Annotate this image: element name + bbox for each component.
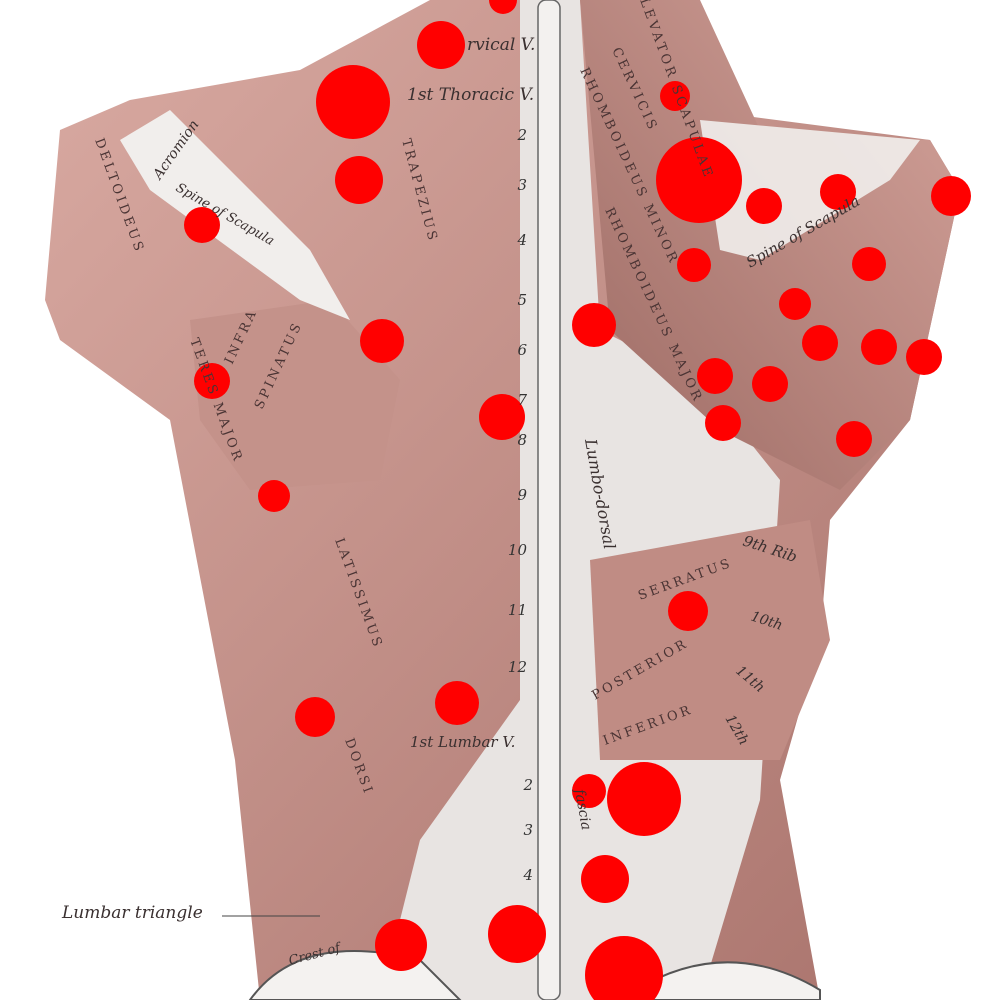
red-marker-dot (581, 855, 629, 903)
red-marker-dot (572, 774, 606, 808)
red-marker-dot (820, 174, 856, 210)
vertebra-numbers: 2 3 4 5 6 7 8 9 10 11 12 2 3 4 (508, 126, 533, 884)
red-marker-dot (295, 697, 335, 737)
vertebra-number: 4 (516, 231, 527, 249)
red-marker-dot (585, 936, 663, 1000)
red-marker-dot (836, 421, 872, 457)
vertebra-number: 4 (522, 866, 533, 884)
red-marker-dot (779, 288, 811, 320)
red-marker-dot (861, 329, 897, 365)
red-marker-dot (668, 591, 708, 631)
scapula-spine-right (700, 120, 920, 260)
vertebra-number: 9 (517, 486, 527, 504)
vertebra-number: 8 (517, 431, 527, 449)
label-lumbar-v: 1st Lumbar V. (410, 733, 515, 751)
infraspinatus (190, 300, 400, 490)
red-marker-dot (656, 137, 742, 223)
red-marker-dot (488, 905, 546, 963)
red-marker-dot (375, 919, 427, 971)
red-marker-dot (752, 366, 788, 402)
red-marker-dot (705, 405, 741, 441)
red-marker-dot (697, 358, 733, 394)
vertebra-number: 3 (523, 821, 533, 839)
red-marker-dot (931, 176, 971, 216)
vertebra-number: 11 (508, 601, 527, 619)
red-marker-dot (802, 325, 838, 361)
red-marker-dot (316, 65, 390, 139)
vertebra-number: 2 (516, 126, 527, 144)
label-lumbar-triangle: Lumbar triangle (61, 903, 203, 923)
red-marker-dot (479, 394, 525, 440)
vertebra-number: 2 (522, 776, 533, 794)
vertebral-column (537, 0, 561, 1000)
red-marker-dot (335, 156, 383, 204)
red-marker-dot (184, 207, 220, 243)
red-marker-dot (572, 303, 616, 347)
vertebra-number: 12 (508, 658, 527, 676)
label-thoracic: 1st Thoracic V. (407, 85, 534, 105)
red-marker-dot (677, 248, 711, 282)
label-fascia: fascia (571, 787, 594, 832)
red-marker-dot (360, 319, 404, 363)
label-cervical: rvical V. (467, 35, 535, 55)
red-marker-dot (435, 681, 479, 725)
red-marker-dot (852, 247, 886, 281)
red-marker-dot (660, 81, 690, 111)
red-marker-dot (906, 339, 942, 375)
vertebra-number: 3 (517, 176, 527, 194)
red-marker-dot (194, 363, 230, 399)
red-markers (184, 0, 971, 1000)
red-marker-dot (607, 762, 681, 836)
vertebra-number: 7 (517, 391, 527, 409)
red-marker-dot (258, 480, 290, 512)
scapula-spine-left (120, 110, 350, 320)
red-marker-dot (417, 21, 465, 69)
vertebra-number: 6 (517, 341, 527, 359)
serratus-posterior (590, 520, 830, 760)
vertebra-number: 10 (508, 541, 528, 559)
red-marker-dot (746, 188, 782, 224)
red-marker-dot (489, 0, 517, 14)
vertebra-number: 5 (517, 291, 527, 309)
